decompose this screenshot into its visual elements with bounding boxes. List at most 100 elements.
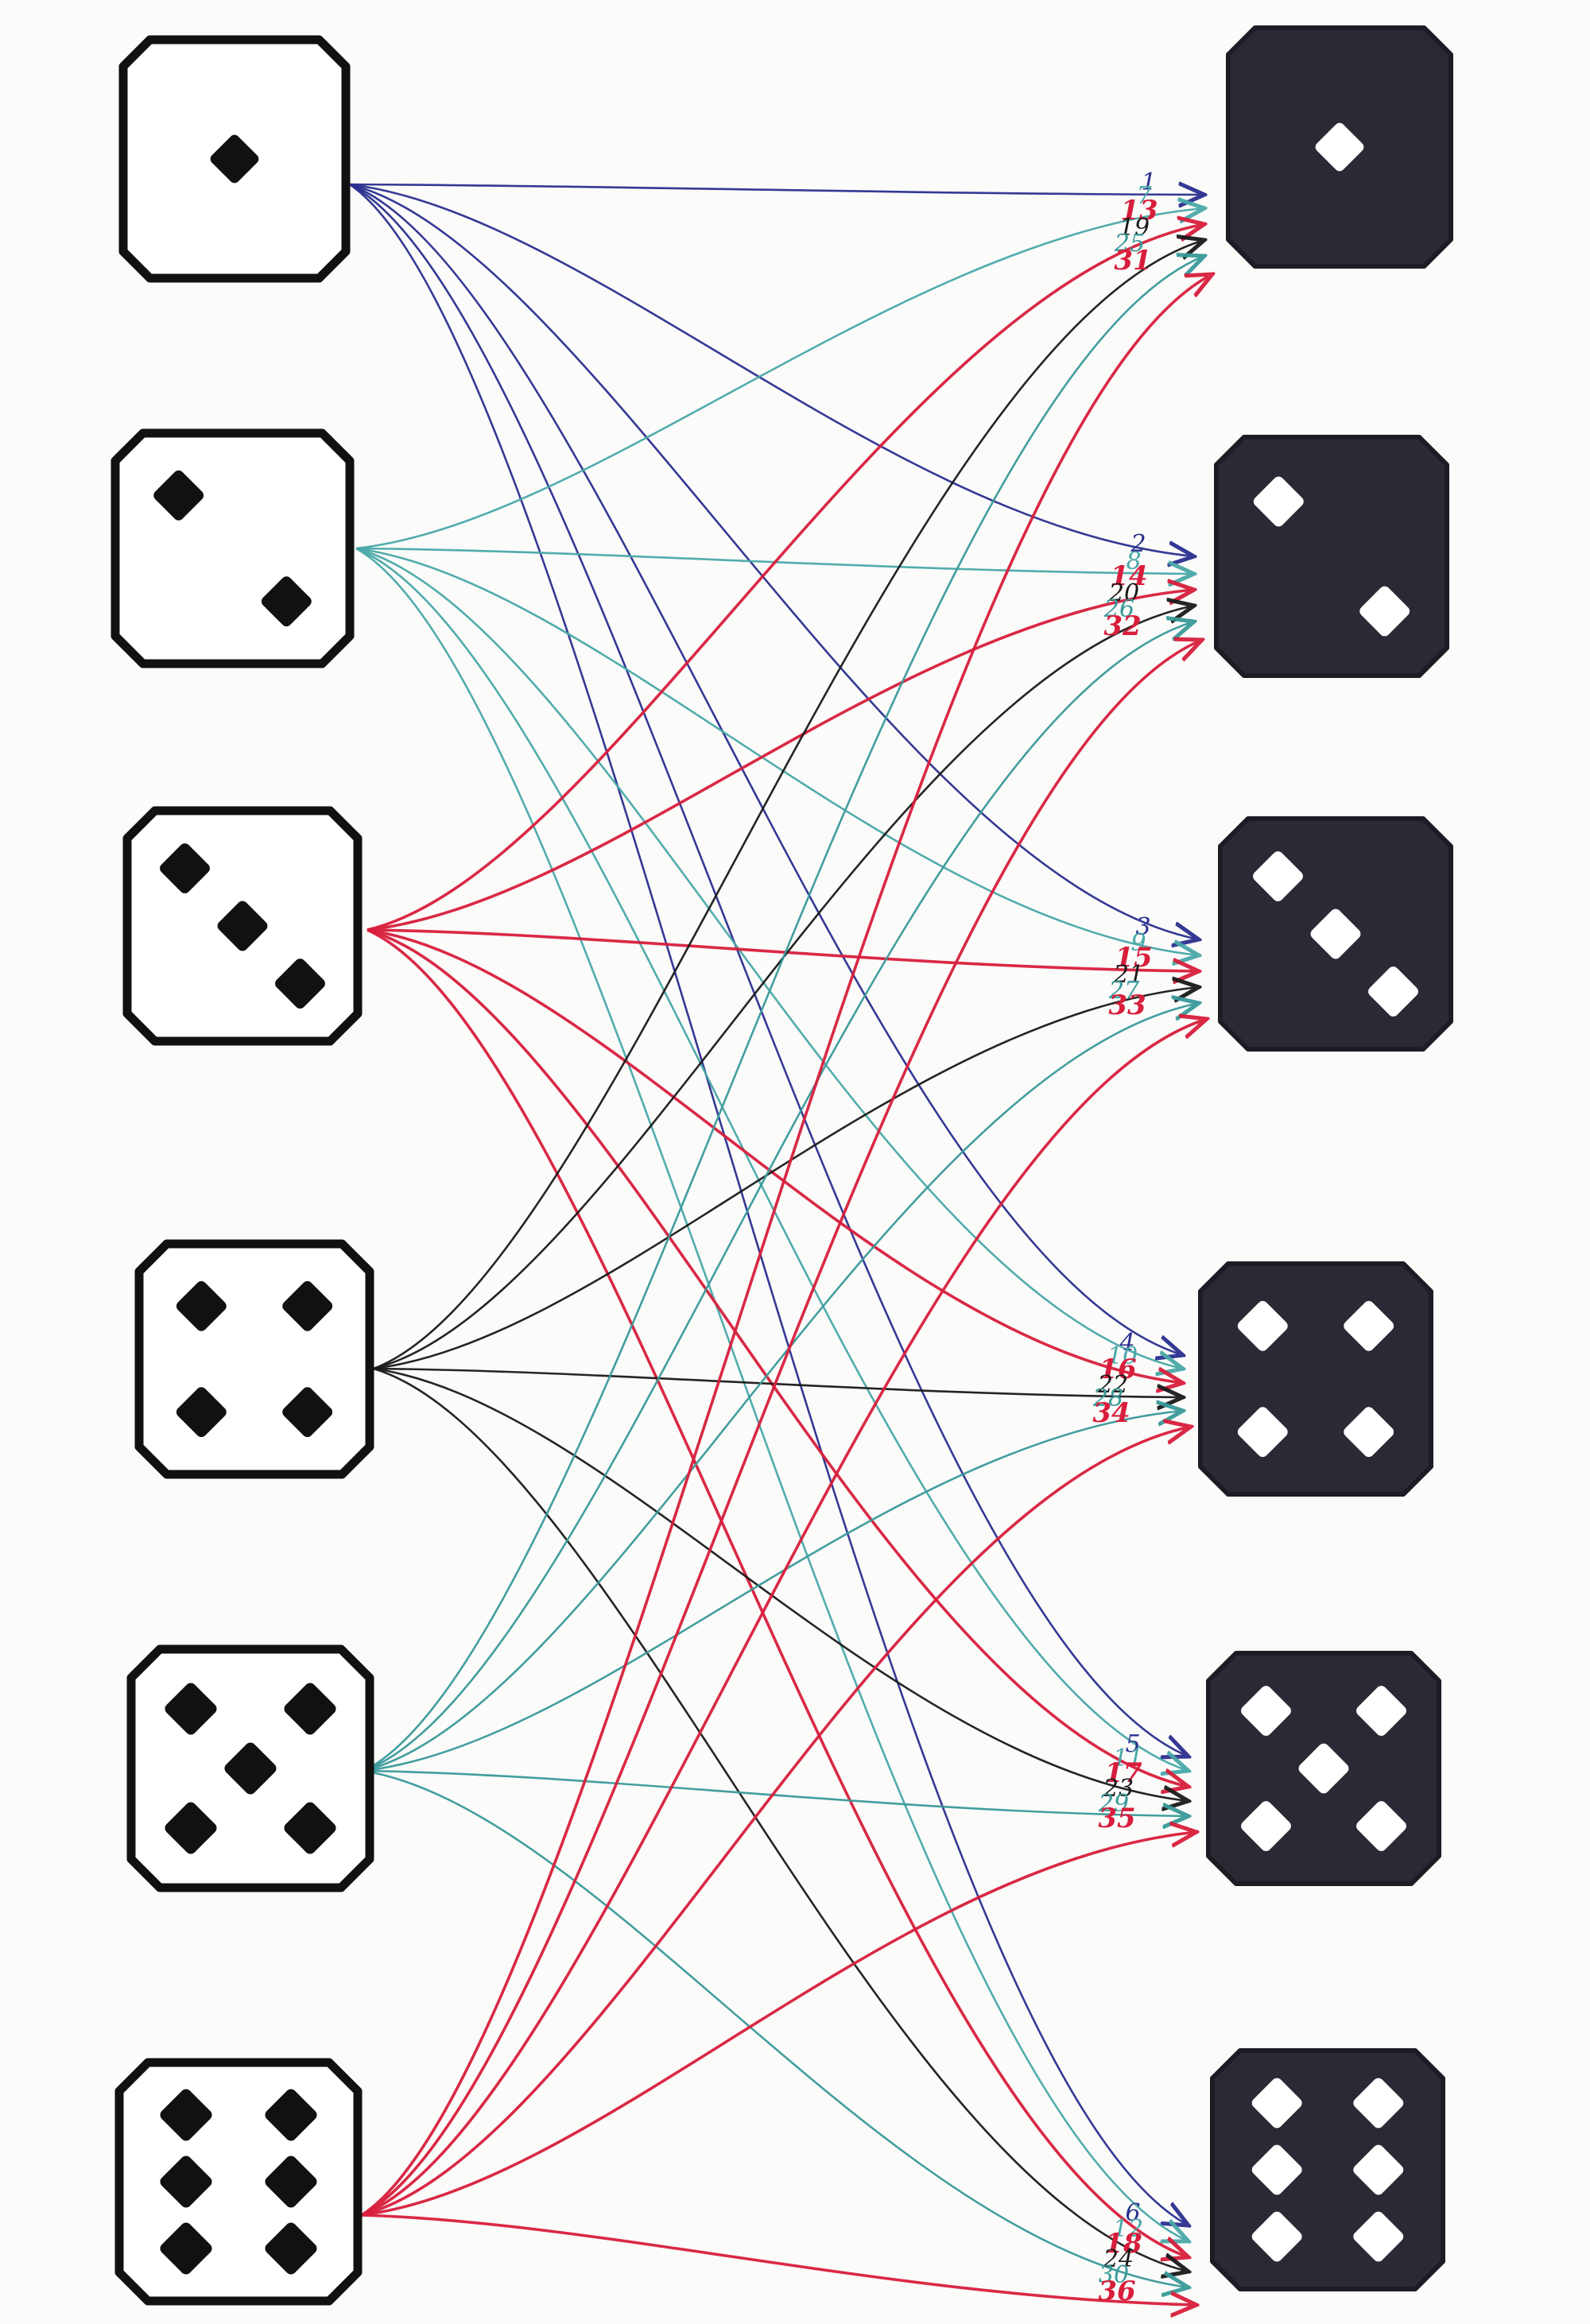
die-pip [1310, 908, 1361, 959]
connection-line-17 [366, 928, 1189, 1787]
left-die-1 [118, 35, 351, 283]
die-pip [282, 1387, 333, 1438]
connection-line-30 [363, 1769, 1189, 2287]
connection-line-5 [349, 183, 1189, 1757]
connection-label-22: 22 [1097, 1371, 1128, 1399]
die-pip [284, 1683, 336, 1735]
die-pip [1251, 2144, 1302, 2195]
connection-label-14: 14 [1110, 560, 1147, 592]
connection-line-8 [355, 547, 1194, 574]
connection-label-29: 29 [1098, 1790, 1129, 1818]
connection-label-24: 24 [1103, 2245, 1134, 2273]
die-pip [275, 959, 325, 1009]
connection-label-11: 11 [1113, 1745, 1143, 1772]
left-die-face [114, 2058, 363, 2306]
right-die-1 [1226, 25, 1453, 269]
connection-line-23 [373, 1367, 1189, 1801]
connection-label-10: 10 [1107, 1342, 1138, 1370]
connection-line-4 [349, 183, 1183, 1355]
die-pip [265, 2222, 317, 2275]
connection-line-16 [366, 928, 1183, 1383]
die-pip [176, 1280, 227, 1331]
connection-line-29 [363, 1769, 1189, 1816]
connection-line-19 [373, 240, 1204, 1370]
connection-label-23: 23 [1103, 1775, 1134, 1803]
connection-label-12: 12 [1113, 2215, 1143, 2243]
die-pip [160, 2089, 212, 2141]
die-pip [1344, 1300, 1394, 1351]
right-die-face [1214, 435, 1449, 678]
connection-line-20 [373, 606, 1194, 1370]
connection-label-1: 1 [1141, 168, 1156, 196]
connection-label-21: 21 [1113, 961, 1144, 989]
die-pip [165, 1802, 217, 1854]
left-die-3 [122, 806, 363, 1046]
connection-label-5: 5 [1125, 1730, 1140, 1758]
connection-line-14 [366, 590, 1194, 932]
connection-label-36: 36 [1098, 2276, 1135, 2307]
die-pip [1353, 2144, 1404, 2195]
connection-line-24 [373, 1367, 1189, 2272]
right-dice-column [1198, 25, 1453, 2291]
connection-line-31 [361, 274, 1212, 2217]
connection-line-27 [363, 1003, 1199, 1772]
connection-label-20: 20 [1108, 579, 1139, 607]
connection-line-32 [361, 640, 1202, 2217]
die-pip [1353, 2211, 1404, 2262]
left-die-5 [126, 1644, 374, 1892]
connection-label-3: 3 [1135, 913, 1150, 941]
connection-line-36 [361, 2214, 1196, 2305]
connection-line-35 [361, 1832, 1196, 2217]
die-pip [1241, 1686, 1291, 1736]
left-die-face [111, 428, 355, 668]
connection-line-26 [363, 622, 1194, 1772]
connection-label-15: 15 [1115, 942, 1152, 974]
die-pip [1237, 1407, 1288, 1458]
connection-label-35: 35 [1098, 1803, 1135, 1834]
connection-line-1 [349, 184, 1204, 195]
die-pip [153, 470, 204, 521]
connection-line-9 [355, 547, 1199, 955]
connection-label-19: 19 [1119, 214, 1150, 242]
die-pip [1315, 122, 1364, 172]
connection-line-2 [349, 183, 1194, 556]
connection-label-30: 30 [1099, 2261, 1129, 2289]
die-pip [265, 2089, 317, 2141]
die-pip [284, 1802, 336, 1854]
die-pip [265, 2156, 317, 2208]
die-pip [261, 576, 312, 627]
connection-lines [349, 183, 1212, 2305]
connection-line-22 [373, 1367, 1183, 1397]
die-pip [282, 1280, 333, 1331]
die-pip [1241, 1801, 1291, 1851]
connection-line-6 [349, 183, 1189, 2225]
left-die-4 [134, 1239, 374, 1479]
left-die-face [134, 1239, 374, 1479]
connection-line-18 [366, 928, 1189, 2257]
right-die-face [1198, 1261, 1433, 1497]
die-pip [1353, 2078, 1404, 2128]
connection-label-4: 4 [1119, 1329, 1134, 1357]
connection-label-26: 26 [1103, 595, 1134, 623]
die-pip [1368, 966, 1418, 1017]
connection-label-7: 7 [1136, 182, 1152, 210]
connection-label-31: 31 [1114, 245, 1151, 277]
left-dice-column [111, 35, 374, 2306]
die-pip [217, 901, 268, 951]
connection-line-10 [355, 547, 1183, 1369]
right-die-5 [1206, 1651, 1441, 1886]
die-pip [1298, 1743, 1349, 1794]
right-die-3 [1218, 816, 1453, 1052]
connection-label-28: 28 [1092, 1385, 1123, 1412]
die-pip [1344, 1407, 1394, 1458]
connection-line-7 [355, 208, 1204, 550]
die-pip [160, 2222, 212, 2275]
connection-label-6: 6 [1125, 2199, 1140, 2227]
right-die-face [1210, 2048, 1445, 2291]
die-pip [1253, 851, 1303, 901]
die-pip [1359, 586, 1410, 637]
connection-label-9: 9 [1130, 929, 1146, 957]
connection-line-13 [366, 224, 1204, 932]
connection-label-33: 33 [1108, 990, 1146, 1021]
